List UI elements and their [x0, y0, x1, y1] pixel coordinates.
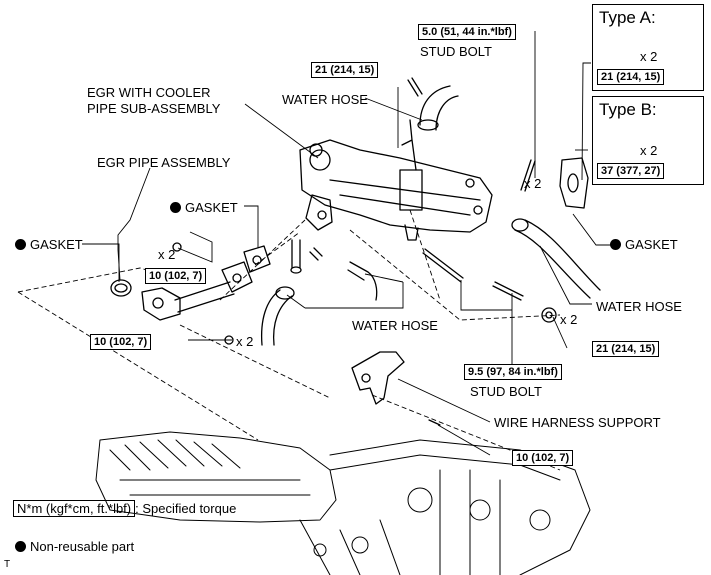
- legend-nonreusable: Non-reusable part: [15, 539, 134, 554]
- torque-box-type-a: 21 (214, 15): [597, 69, 665, 85]
- legend-unit-box: N*m (kgf*cm, ft.*lbf): [13, 500, 136, 517]
- legend-unit-desc: : Specified torque: [135, 501, 237, 516]
- count-x2-left-bolts: x 2: [236, 334, 254, 349]
- egr-pipe-assembly: [141, 261, 253, 321]
- nonreusable-dot-icon: [15, 541, 26, 552]
- count-x2-upper-bolts: x 2: [158, 247, 176, 262]
- gasket-pipe: [243, 245, 271, 273]
- count-x2-type-a: x 2: [640, 49, 658, 64]
- label-stud-bolt-top: STUD BOLT: [420, 44, 492, 59]
- count-x2-stud-top: x 2: [524, 176, 542, 191]
- gasket-right: [559, 157, 589, 209]
- wire-harness-support: [351, 351, 405, 405]
- type-b-box: Type B: x 2 37 (377, 27): [592, 96, 704, 185]
- type-a-box: Type A: x 2 21 (214, 15): [592, 4, 704, 91]
- count-x2-type-b: x 2: [640, 143, 658, 158]
- torque-box-stud-top: 5.0 (51, 44 in.*lbf): [418, 24, 516, 40]
- label-water-hose-right: WATER HOSE: [596, 299, 682, 314]
- torque-box-21-right: 21 (214, 15): [592, 341, 660, 357]
- corner-mark: T: [4, 559, 11, 570]
- torque-box-stud-bottom: 9.5 (97, 84 in.*lbf): [464, 364, 562, 380]
- torque-box-21-top: 21 (214, 15): [311, 62, 379, 78]
- torque-box-10-left: 10 (102, 7): [90, 334, 152, 350]
- label-water-hose-bottom: WATER HOSE: [352, 318, 438, 333]
- legend-torque: N*m (kgf*cm, ft.*lbf): Specified torque: [13, 500, 236, 517]
- torque-box-10-upper: 10 (102, 7): [145, 268, 207, 284]
- water-hose-right: [514, 219, 601, 299]
- water-hose-lower: [347, 261, 378, 301]
- label-gasket-left: GASKET: [15, 237, 83, 252]
- count-x2-nut-right: x 2: [560, 312, 578, 327]
- type-b-title: Type B:: [599, 100, 657, 119]
- label-egr-pipe-assembly: EGR PIPE ASSEMBLY: [97, 155, 231, 170]
- nonreusable-dot-icon: [15, 239, 26, 250]
- type-a-title: Type A:: [599, 8, 656, 27]
- label-gasket-pipe: GASKET: [170, 200, 238, 215]
- nonreusable-dot-icon: [610, 239, 621, 250]
- label-gasket-right: GASKET: [610, 237, 678, 252]
- label-egr-cooler-2: PIPE SUB-ASSEMBLY: [87, 101, 221, 116]
- label-water-hose-top: WATER HOSE: [282, 92, 368, 107]
- torque-box-type-b: 37 (377, 27): [597, 163, 665, 179]
- water-hose-top: [419, 85, 459, 131]
- egr-cooler-body: [299, 119, 493, 241]
- label-egr-cooler: EGR WITH COOLER: [87, 85, 211, 100]
- torque-box-10-bottom: 10 (102, 7): [512, 450, 574, 466]
- gasket-left: [110, 279, 132, 297]
- nonreusable-dot-icon: [170, 202, 181, 213]
- label-stud-bolt-bottom: STUD BOLT: [470, 384, 542, 399]
- label-wire-harness-support: WIRE HARNESS SUPPORT: [494, 415, 661, 430]
- engine-block: [95, 431, 591, 575]
